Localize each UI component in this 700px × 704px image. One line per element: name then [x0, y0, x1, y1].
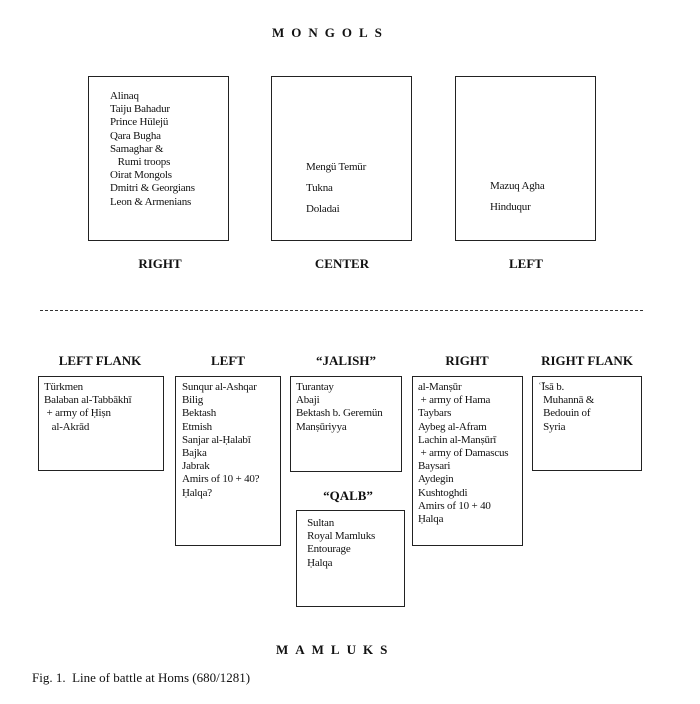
unit-entry: + army of Ḥiṣn: [44, 407, 111, 420]
unit-entry: Hinduqur: [490, 201, 531, 213]
unit-entry: Balaban al-Tabbākhī: [44, 394, 132, 407]
unit-entry: + army of Damascus: [418, 447, 509, 460]
unit-entry: al-Akrād: [44, 420, 90, 433]
unit-entry: Ḥalqa?: [182, 486, 212, 499]
unit-entry: Turantay: [296, 381, 334, 393]
unit-entry: Sultan: [302, 517, 335, 529]
unit-entry: Aydegin: [418, 473, 454, 486]
unit-entry: Mazuq Agha: [490, 180, 545, 192]
mongol-center-box: [271, 76, 412, 241]
unit-entry: Bajka: [182, 447, 207, 460]
mamluk-right-label: RIGHT: [445, 353, 489, 368]
unit-entry: Taiju Bahadur: [110, 103, 170, 116]
unit-entry: Leon & Armenians: [110, 195, 192, 208]
unit-entry: Ḥalqa: [418, 513, 444, 526]
unit-entry: Royal Mamluks: [302, 530, 376, 543]
unit-entry: Lachin al-Manṣūrī: [418, 433, 497, 446]
unit-entry: Oirat Mongols: [110, 169, 172, 182]
unit-entry: Rumi troops: [110, 156, 171, 169]
mongol-right-box: [88, 76, 229, 241]
unit-entry: Syria: [538, 420, 566, 433]
mongol-left-box: [455, 76, 596, 241]
unit-entry: Tukna: [306, 182, 333, 194]
unit-entry: Kushtoghdi: [418, 486, 468, 499]
unit-entry: Sunqur al-Ashqar: [182, 381, 257, 393]
unit-entry: Alinaq: [110, 90, 139, 102]
mongol-center-label: CENTER: [314, 256, 370, 271]
mamluk-right-flank-label: RIGHT FLANK: [541, 353, 633, 368]
unit-entry: al-Manṣūr: [418, 381, 462, 393]
unit-entry: Etmish: [182, 420, 212, 433]
mongols-title: MONGOLS: [272, 25, 389, 40]
figure-caption: Fig. 1. Line of battle at Homs (680/1281…: [32, 670, 251, 685]
unit-entry: Taybars: [418, 407, 452, 420]
mamluk-jalish-box: [290, 376, 402, 472]
mamluk-jalish-label: “JALISH”: [316, 353, 376, 368]
unit-entry: Samaghar &: [110, 142, 164, 155]
mamluks-title: MAMLUKS: [276, 642, 395, 657]
unit-entry: Amirs of 10 + 40: [418, 499, 491, 512]
unit-entry: Doladai: [306, 203, 340, 215]
mamluk-right-flank-units: ʿĪsā b. Muhannā & Bedouin of Syria: [538, 381, 594, 434]
unit-entry: Manṣūriyya: [296, 420, 347, 433]
mamluk-qalb-units: Sultan Royal Mamluks Entourage Ḥalqa: [302, 517, 375, 570]
unit-entry: Mengü Temür: [306, 161, 367, 173]
unit-entry: Bektash b. Geremün: [296, 407, 383, 420]
front-line-divider: [40, 310, 643, 311]
unit-entry: Bektash: [182, 407, 217, 420]
unit-entry: Amirs of 10 + 40?: [182, 473, 260, 486]
unit-entry: Entourage: [302, 543, 351, 556]
unit-entry: Muhannā &: [538, 394, 595, 407]
mamluk-right-box: [412, 376, 523, 546]
unit-entry: ʿĪsā b.: [538, 381, 565, 393]
mongol-right-label: RIGHT: [138, 256, 182, 271]
unit-entry: Prince Hülejü: [110, 116, 169, 129]
unit-entry: Qara Bugha: [110, 129, 161, 142]
unit-entry: Baysari: [418, 460, 451, 473]
mamluk-left-flank-box: [38, 376, 164, 471]
unit-entry: Jabrak: [182, 460, 210, 473]
unit-entry: Ḥalqa: [302, 556, 333, 569]
mongol-left-label: LEFT: [509, 256, 543, 271]
mamluk-left-box: [175, 376, 281, 546]
mamluk-right-flank-box: [532, 376, 642, 471]
unit-entry: Dmitri & Georgians: [110, 182, 195, 195]
unit-entry: Türkmen: [44, 381, 83, 393]
mamluk-left-label: LEFT: [211, 353, 245, 368]
unit-entry: Bilig: [182, 394, 204, 407]
unit-entry: + army of Hama: [418, 394, 491, 407]
unit-entry: Aybeg al-Afram: [418, 420, 487, 433]
unit-entry: Sanjar al-Ḥalabī: [182, 433, 251, 446]
unit-entry: Bedouin of: [538, 407, 591, 420]
unit-entry: Abaji: [296, 394, 320, 407]
mamluk-qalb-label: “QALB”: [323, 488, 373, 503]
mamluk-left-flank-label: LEFT FLANK: [58, 353, 142, 368]
mamluk-qalb-box: [296, 510, 405, 607]
